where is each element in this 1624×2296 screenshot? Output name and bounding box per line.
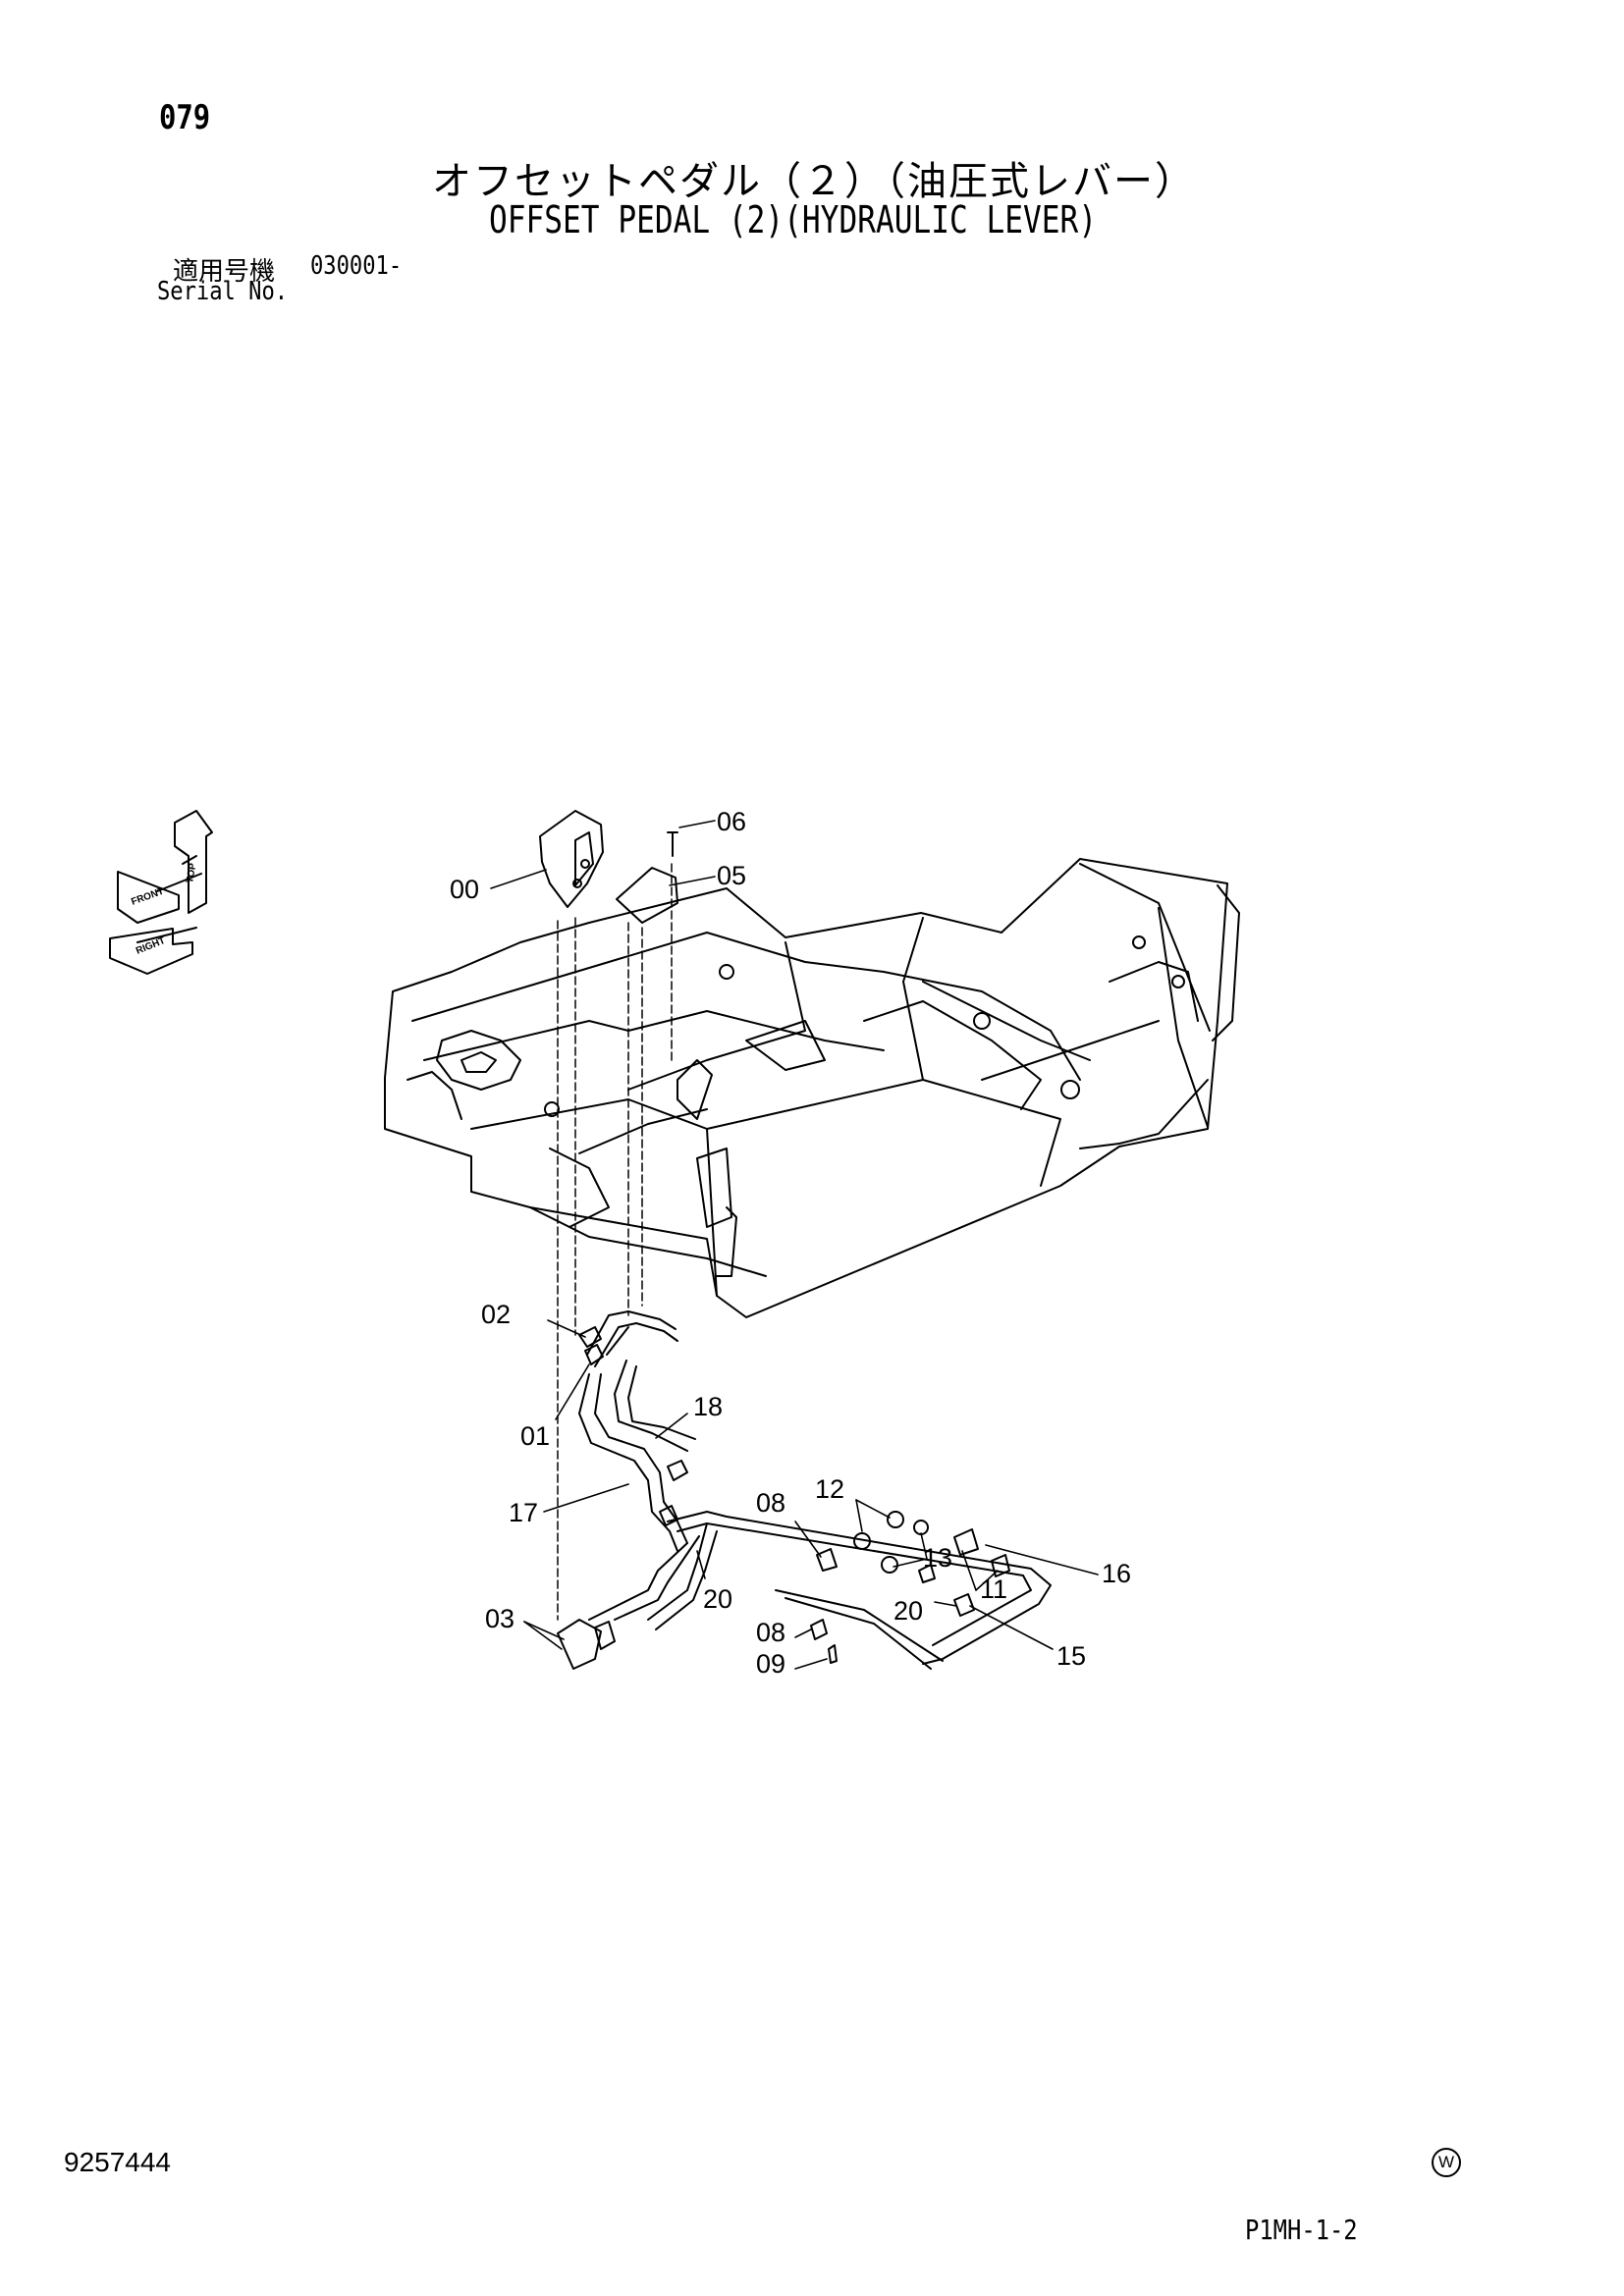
callout-20-right: 20 [893, 1596, 923, 1626]
callout-08-upper: 08 [756, 1488, 785, 1518]
direction-label-top: TOP [185, 862, 198, 883]
fittings-drawing [557, 1326, 1010, 1670]
callout-labels: 00 05 06 01 02 17 18 03 08 08 09 12 13 1… [450, 807, 1131, 1679]
callout-02: 02 [481, 1300, 511, 1329]
callout-12: 12 [815, 1474, 844, 1504]
callout-08-lower: 08 [756, 1618, 785, 1647]
serial-label-japanese: 適用号機 [173, 257, 276, 287]
callout-15: 15 [1056, 1641, 1086, 1671]
document-number: 9257444 [64, 2147, 172, 2177]
callout-03: 03 [485, 1604, 514, 1633]
hose-assembly-drawing [578, 1310, 1052, 1670]
part-bracket-00 [539, 810, 604, 908]
callout-17: 17 [509, 1498, 538, 1527]
callout-13: 13 [923, 1543, 952, 1573]
callout-20-left: 20 [703, 1584, 732, 1614]
guide-lines [557, 863, 673, 1621]
serial-value: 030001- [310, 251, 403, 281]
callout-05: 05 [717, 861, 746, 890]
serial-label-english: Serial No. [157, 277, 289, 306]
orientation-icon: TOP FRONT RIGHT [109, 810, 213, 975]
page-code: P1MH-1-2 [1245, 2214, 1358, 2246]
page-title-english: OFFSET PEDAL (2)(HYDRAULIC LEVER) [489, 198, 1098, 241]
callout-09: 09 [756, 1649, 785, 1679]
circled-mark: W [1432, 2148, 1461, 2177]
callout-18: 18 [693, 1392, 723, 1421]
callout-00: 00 [450, 875, 479, 904]
part-plate-05 [616, 867, 678, 924]
callout-11: 11 [980, 1575, 1007, 1604]
page-title-japanese: オフセットペダル（２）（油圧式レバー） [432, 159, 1196, 204]
callout-06: 06 [717, 807, 746, 836]
part-bolt-06 [667, 831, 678, 857]
frame-assembly-drawing [384, 858, 1240, 1318]
direction-label-front: FRONT [130, 886, 165, 908]
callout-16: 16 [1102, 1559, 1131, 1588]
page-number: 079 [159, 98, 211, 137]
leader-lines [490, 820, 1099, 1670]
callout-01: 01 [520, 1421, 550, 1451]
